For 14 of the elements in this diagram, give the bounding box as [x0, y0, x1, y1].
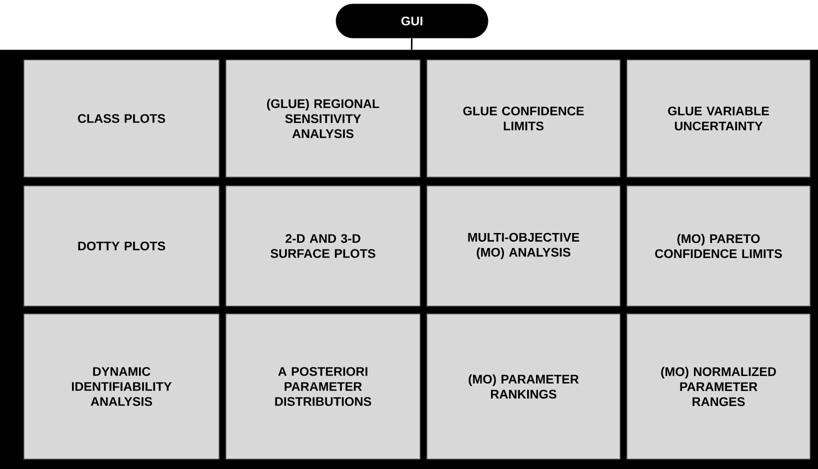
category-box: (MO) NORMALIZED PARAMETER RANGES: [626, 314, 810, 460]
category-box: DOTTY PLOTS: [24, 186, 220, 306]
category-box: 2-D AND 3-D SURFACE PLOTS: [226, 186, 420, 306]
category-box: (GLUE) REGIONAL SENSITIVITY ANALYSIS: [226, 60, 420, 178]
category-box: A POSTERIORI PARAMETER DISTRIBUTIONS: [226, 314, 420, 460]
category-box: GLUE VARIABLE UNCERTAINTY: [626, 60, 810, 178]
category-box: GLUE CONFIDENCE LIMITS: [426, 60, 620, 178]
category-box: CLASS PLOTS: [24, 60, 220, 178]
category-box: (MO) PARAMETER RANKINGS: [426, 314, 620, 460]
title-pill: GUI: [336, 4, 488, 38]
category-box: (MO) PARETO CONFIDENCE LIMITS: [626, 186, 810, 306]
category-box: MULTI-OBJECTIVE (MO) ANALYSIS: [426, 186, 620, 306]
category-box: DYNAMIC IDENTIFIABILITY ANALYSIS: [24, 314, 220, 460]
connector-line: [410, 38, 413, 50]
